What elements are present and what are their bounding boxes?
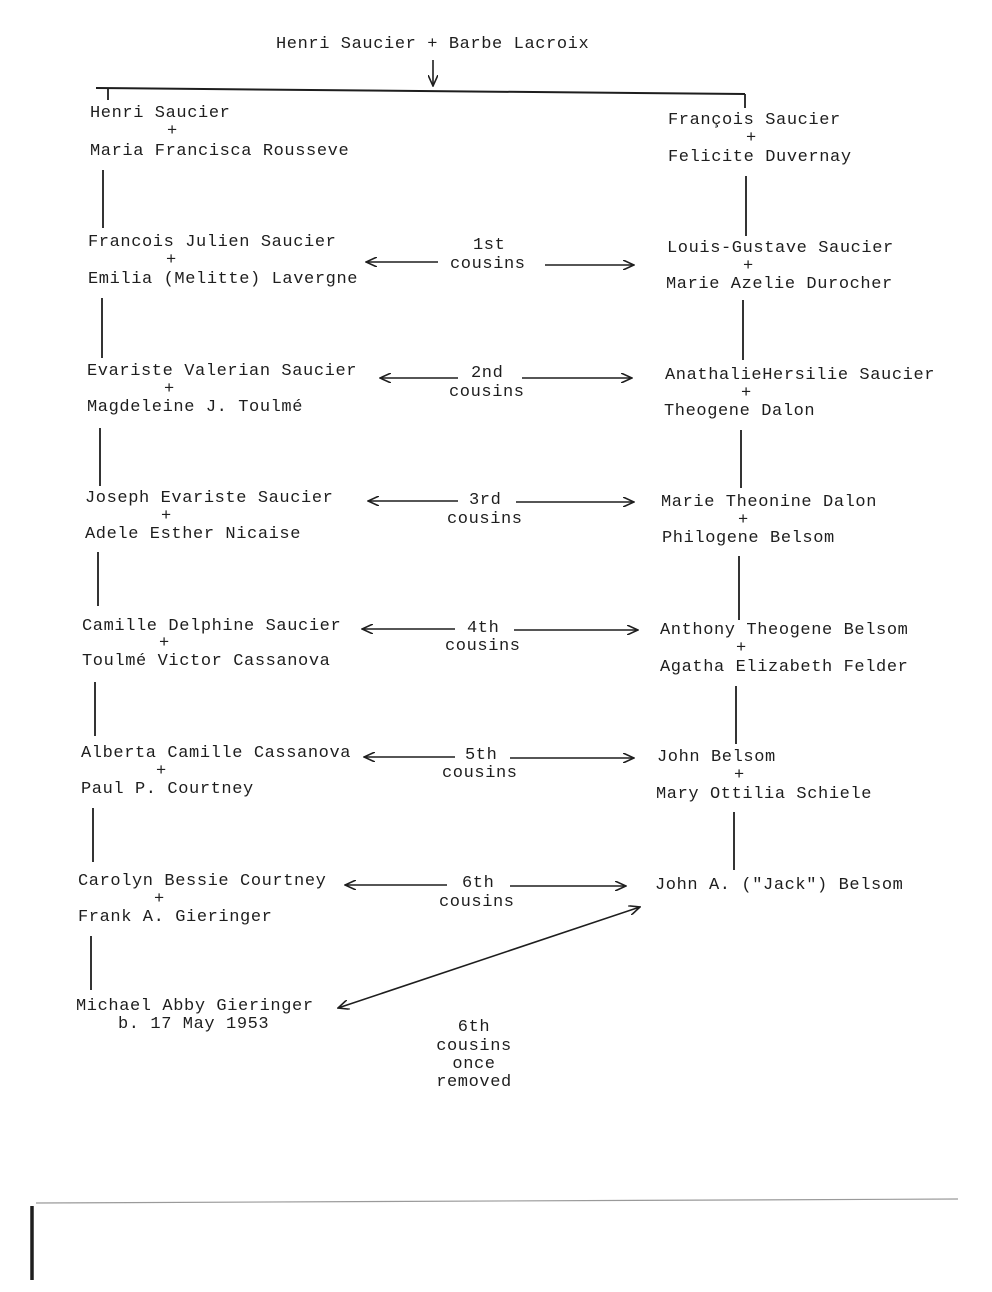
relation-2-word: cousins <box>449 383 525 402</box>
left-gen2-name: Francois Julien Saucier <box>88 233 337 252</box>
left-gen5-spouse: Toulmé Victor Cassanova <box>82 652 331 671</box>
left-gen5-name: Camille Delphine Saucier <box>82 617 342 636</box>
relation-4-ordinal: 4th <box>467 619 500 638</box>
left-gen2-plus: + <box>166 251 177 270</box>
left-gen8-born: b. 17 May 1953 <box>118 1015 270 1034</box>
relation-4-word: cousins <box>445 637 521 656</box>
left-gen4-name: Joseph Evariste Saucier <box>85 489 334 508</box>
relation-3-word: cousins <box>447 510 523 529</box>
right-gen6-name: John Belsom <box>657 748 776 767</box>
relation-1-word: cousins <box>450 255 526 274</box>
root-couple: Henri Saucier + Barbe Lacroix <box>276 35 590 54</box>
left-gen4-spouse: Adele Esther Nicaise <box>85 525 302 544</box>
left-gen6-name: Alberta Camille Cassanova <box>81 744 352 763</box>
once-removed-arrow <box>338 907 640 1008</box>
left-gen1-spouse: Maria Francisca Rousseve <box>90 142 350 161</box>
right-gen2-name: Louis-Gustave Saucier <box>667 239 894 258</box>
page-bottom-rule <box>35 1198 959 1204</box>
right-gen6-plus: + <box>734 766 745 785</box>
relation-6-ordinal: 6th <box>462 874 495 893</box>
relation-3-ordinal: 3rd <box>469 491 502 510</box>
right-gen3-spouse: Theogene Dalon <box>664 402 816 421</box>
right-gen4-name: Marie Theonine Dalon <box>661 493 878 512</box>
right-gen3-plus: + <box>741 384 752 403</box>
removed-line-1: 6th <box>457 1018 491 1037</box>
right-gen5-plus: + <box>736 639 747 658</box>
right-gen5-name: Anthony Theogene Belsom <box>660 621 909 640</box>
removed-line-4: removed <box>436 1073 512 1092</box>
right-gen6-spouse: Mary Ottilia Schiele <box>656 785 873 804</box>
right-gen1-name: François Saucier <box>668 111 841 130</box>
left-gen8-name: Michael Abby Gieringer <box>76 997 314 1016</box>
removed-line-2: cousins <box>436 1037 512 1056</box>
cousin-arrows <box>338 262 640 1008</box>
left-gen5-plus: + <box>159 634 170 653</box>
left-gen1-name: Henri Saucier <box>90 104 231 123</box>
left-gen3-plus: + <box>164 380 175 399</box>
right-gen3-name: AnathalieHersilie Saucier <box>665 366 936 385</box>
right-gen4-spouse: Philogene Belsom <box>662 529 835 548</box>
left-gen3-spouse: Magdeleine J. Toulmé <box>87 398 304 417</box>
left-gen1-plus: + <box>167 122 178 141</box>
right-gen7-name: John A. ("Jack") Belsom <box>655 876 904 895</box>
left-gen7-spouse: Frank A. Gieringer <box>78 908 273 927</box>
branch-bar <box>95 87 746 95</box>
removed-line-3: once <box>452 1055 496 1074</box>
left-gen4-plus: + <box>161 507 172 526</box>
relation-5-ordinal: 5th <box>465 746 498 765</box>
left-gen7-plus: + <box>154 890 165 909</box>
right-gen2-plus: + <box>743 257 754 276</box>
right-gen5-spouse: Agatha Elizabeth Felder <box>660 658 909 677</box>
left-gen3-name: Evariste Valerian Saucier <box>87 362 358 381</box>
right-gen1-plus: + <box>746 129 757 148</box>
left-gen6-plus: + <box>156 762 167 781</box>
relation-5-word: cousins <box>442 764 518 783</box>
relation-6-word: cousins <box>439 893 515 912</box>
right-gen1-spouse: Felicite Duvernay <box>668 148 852 167</box>
right-gen4-plus: + <box>738 511 749 530</box>
left-gen6-spouse: Paul P. Courtney <box>81 780 254 799</box>
relation-2-ordinal: 2nd <box>471 364 504 383</box>
right-gen2-spouse: Marie Azelie Durocher <box>666 275 893 294</box>
relation-1-ordinal: 1st <box>473 236 506 255</box>
left-gen7-name: Carolyn Bessie Courtney <box>78 872 327 891</box>
left-gen2-spouse: Emilia (Melitte) Lavergne <box>88 270 359 289</box>
